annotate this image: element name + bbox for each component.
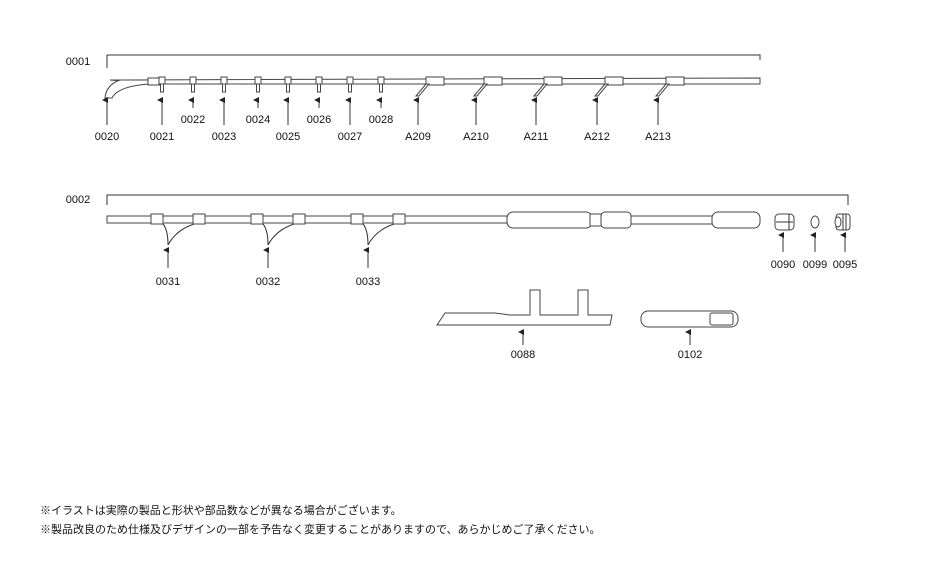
part-label-A211: A211 <box>524 131 549 143</box>
part-label-0020: 0020 <box>95 131 119 143</box>
small-guide <box>377 76 385 85</box>
guide-stem <box>222 83 226 93</box>
part-label-0025: 0025 <box>276 131 300 143</box>
small-guide <box>254 76 262 85</box>
part-label-0033: 0033 <box>356 276 380 288</box>
part-label-0032: 0032 <box>256 276 280 288</box>
guide-wrap <box>543 76 563 86</box>
part-label-0026: 0026 <box>307 114 331 126</box>
large-guide <box>654 83 671 97</box>
note-2: ※製品改良のため仕様及びデザインの一部を予告なく変更することがありますので、あら… <box>40 524 601 536</box>
section-label-0002: 0002 <box>66 194 90 206</box>
part-label-0088: 0088 <box>511 349 535 361</box>
small-guide <box>346 76 354 85</box>
disclaimer-notes: ※イラストは実際の製品と形状や部品数などが異なる場合がございます。 ※製品改良の… <box>40 502 601 540</box>
guide-wrap <box>250 213 264 225</box>
guide-wrap <box>192 213 206 225</box>
large-guide <box>262 223 295 246</box>
guide-stem <box>348 83 352 93</box>
guide-wrap <box>665 76 685 86</box>
guide-stem <box>379 83 383 93</box>
note-1: ※イラストは実際の製品と形状や部品数などが異なる場合がございます。 <box>40 505 402 517</box>
large-guide <box>472 83 489 97</box>
guide-stem <box>256 83 260 93</box>
large-guide <box>593 83 610 97</box>
part-label-A213: A213 <box>645 131 671 143</box>
guide-wrap <box>350 213 364 225</box>
butt-section-rod <box>106 211 761 229</box>
part-label-A209: A209 <box>405 131 431 143</box>
part-label-0090: 0090 <box>771 259 795 271</box>
small-guide <box>158 76 166 85</box>
guide-wrap <box>150 213 164 225</box>
butt-fitting-0095 <box>834 213 851 231</box>
small-guide <box>189 76 197 85</box>
part-label-0095: 0095 <box>833 259 857 271</box>
section-label-0001: 0001 <box>66 56 90 68</box>
large-guide <box>362 223 395 246</box>
o-ring-0099 <box>810 215 820 229</box>
part-label-0022: 0022 <box>181 114 205 126</box>
guide-wrap <box>483 76 503 86</box>
guide-stem <box>160 83 164 93</box>
guide-stem <box>317 83 321 93</box>
small-guide <box>220 76 228 85</box>
guide-wrap <box>292 213 306 225</box>
part-label-0021: 0021 <box>150 131 174 143</box>
part-label-0102: 0102 <box>678 349 702 361</box>
part-label-0024: 0024 <box>246 114 270 126</box>
part-label-A212: A212 <box>584 131 610 143</box>
section1-bracket <box>106 54 761 68</box>
large-guide <box>532 83 549 97</box>
part-label-0099: 0099 <box>803 259 827 271</box>
band-0102 <box>640 310 739 328</box>
small-guide <box>284 76 292 85</box>
butt-cap-0090 <box>774 213 795 231</box>
section2-bracket <box>106 194 849 205</box>
part-label-0027: 0027 <box>338 131 362 143</box>
guide-stem <box>286 83 290 93</box>
part-label-0031: 0031 <box>156 276 180 288</box>
rod-belt-0088 <box>436 289 613 326</box>
part-label-A210: A210 <box>463 131 489 143</box>
guide-wrap <box>425 76 445 86</box>
large-guide <box>162 223 195 246</box>
guide-stem <box>191 83 195 93</box>
guide-wrap <box>604 76 624 86</box>
part-label-0023: 0023 <box>212 131 236 143</box>
guide-wrap <box>392 213 406 225</box>
small-guide <box>315 76 323 85</box>
large-guide <box>414 83 431 97</box>
part-label-0028: 0028 <box>369 114 393 126</box>
